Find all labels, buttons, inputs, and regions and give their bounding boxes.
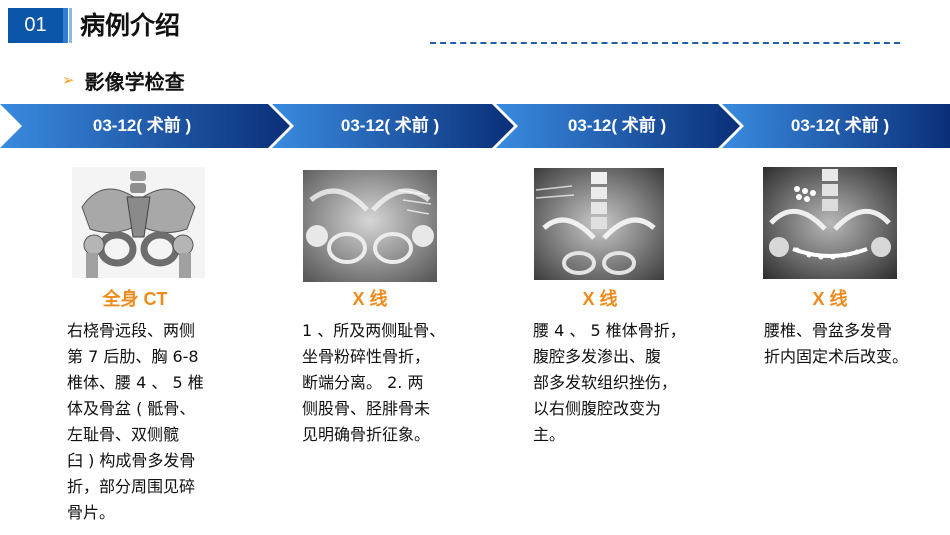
timeline-chevrons [0, 104, 950, 148]
section-number: 01 [8, 8, 63, 43]
chevron-step-1 [0, 104, 290, 148]
arrow-right-icon: ➢ [62, 71, 75, 89]
sub-heading: ➢ 影像学检查 [62, 66, 185, 94]
exam-type-3: X 线 [582, 289, 618, 309]
exam-type-2: X 线 [352, 289, 388, 309]
timeline-date-4: 03-12( 术前 ) [790, 116, 890, 135]
timeline-date-1: 03-12( 术前 ) [92, 116, 192, 135]
exam-description-2: 1 、所及两侧耻骨、 坐骨粉碎性骨折， 断端分离。 2. 两 侧股骨、胫腓骨未 … [302, 321, 446, 444]
header-accent-bar-light [69, 8, 72, 43]
pelvis-xray-image [303, 170, 437, 282]
chevron-step-4 [722, 104, 950, 148]
exam-description-3: 腰 4 、 5 椎体骨折， 腹腔多发渗出、腹 部多发软组织挫伤， 以右侧腹腔改变… [533, 321, 686, 444]
sub-heading-text: 影像学检查 [84, 69, 185, 94]
exam-description-4: 腰椎、骨盆多发骨 折内固定术后改变。 [764, 321, 909, 366]
exam-type-4: X 线 [812, 289, 848, 309]
timeline-date-3: 03-12( 术前 ) [567, 116, 667, 135]
chevron-step-3 [496, 104, 740, 148]
abdomen-xray-image [534, 168, 664, 280]
exam-type-1: 全身 CT [102, 289, 168, 309]
chevron-step-2 [272, 104, 514, 148]
timeline-date-2: 03-12( 术前 ) [340, 116, 440, 135]
ct-3d-image [72, 167, 205, 278]
postop-xray-image [763, 167, 897, 279]
page-title: 病例介绍 [80, 11, 181, 40]
exam-description-1: 右桡骨远段、两侧 第 7 后肋、胸 6-8 椎体、腰 4 、 5 椎 体及骨盆 … [67, 321, 204, 522]
header-accent-bar [63, 8, 68, 43]
dashed-divider [430, 42, 900, 44]
